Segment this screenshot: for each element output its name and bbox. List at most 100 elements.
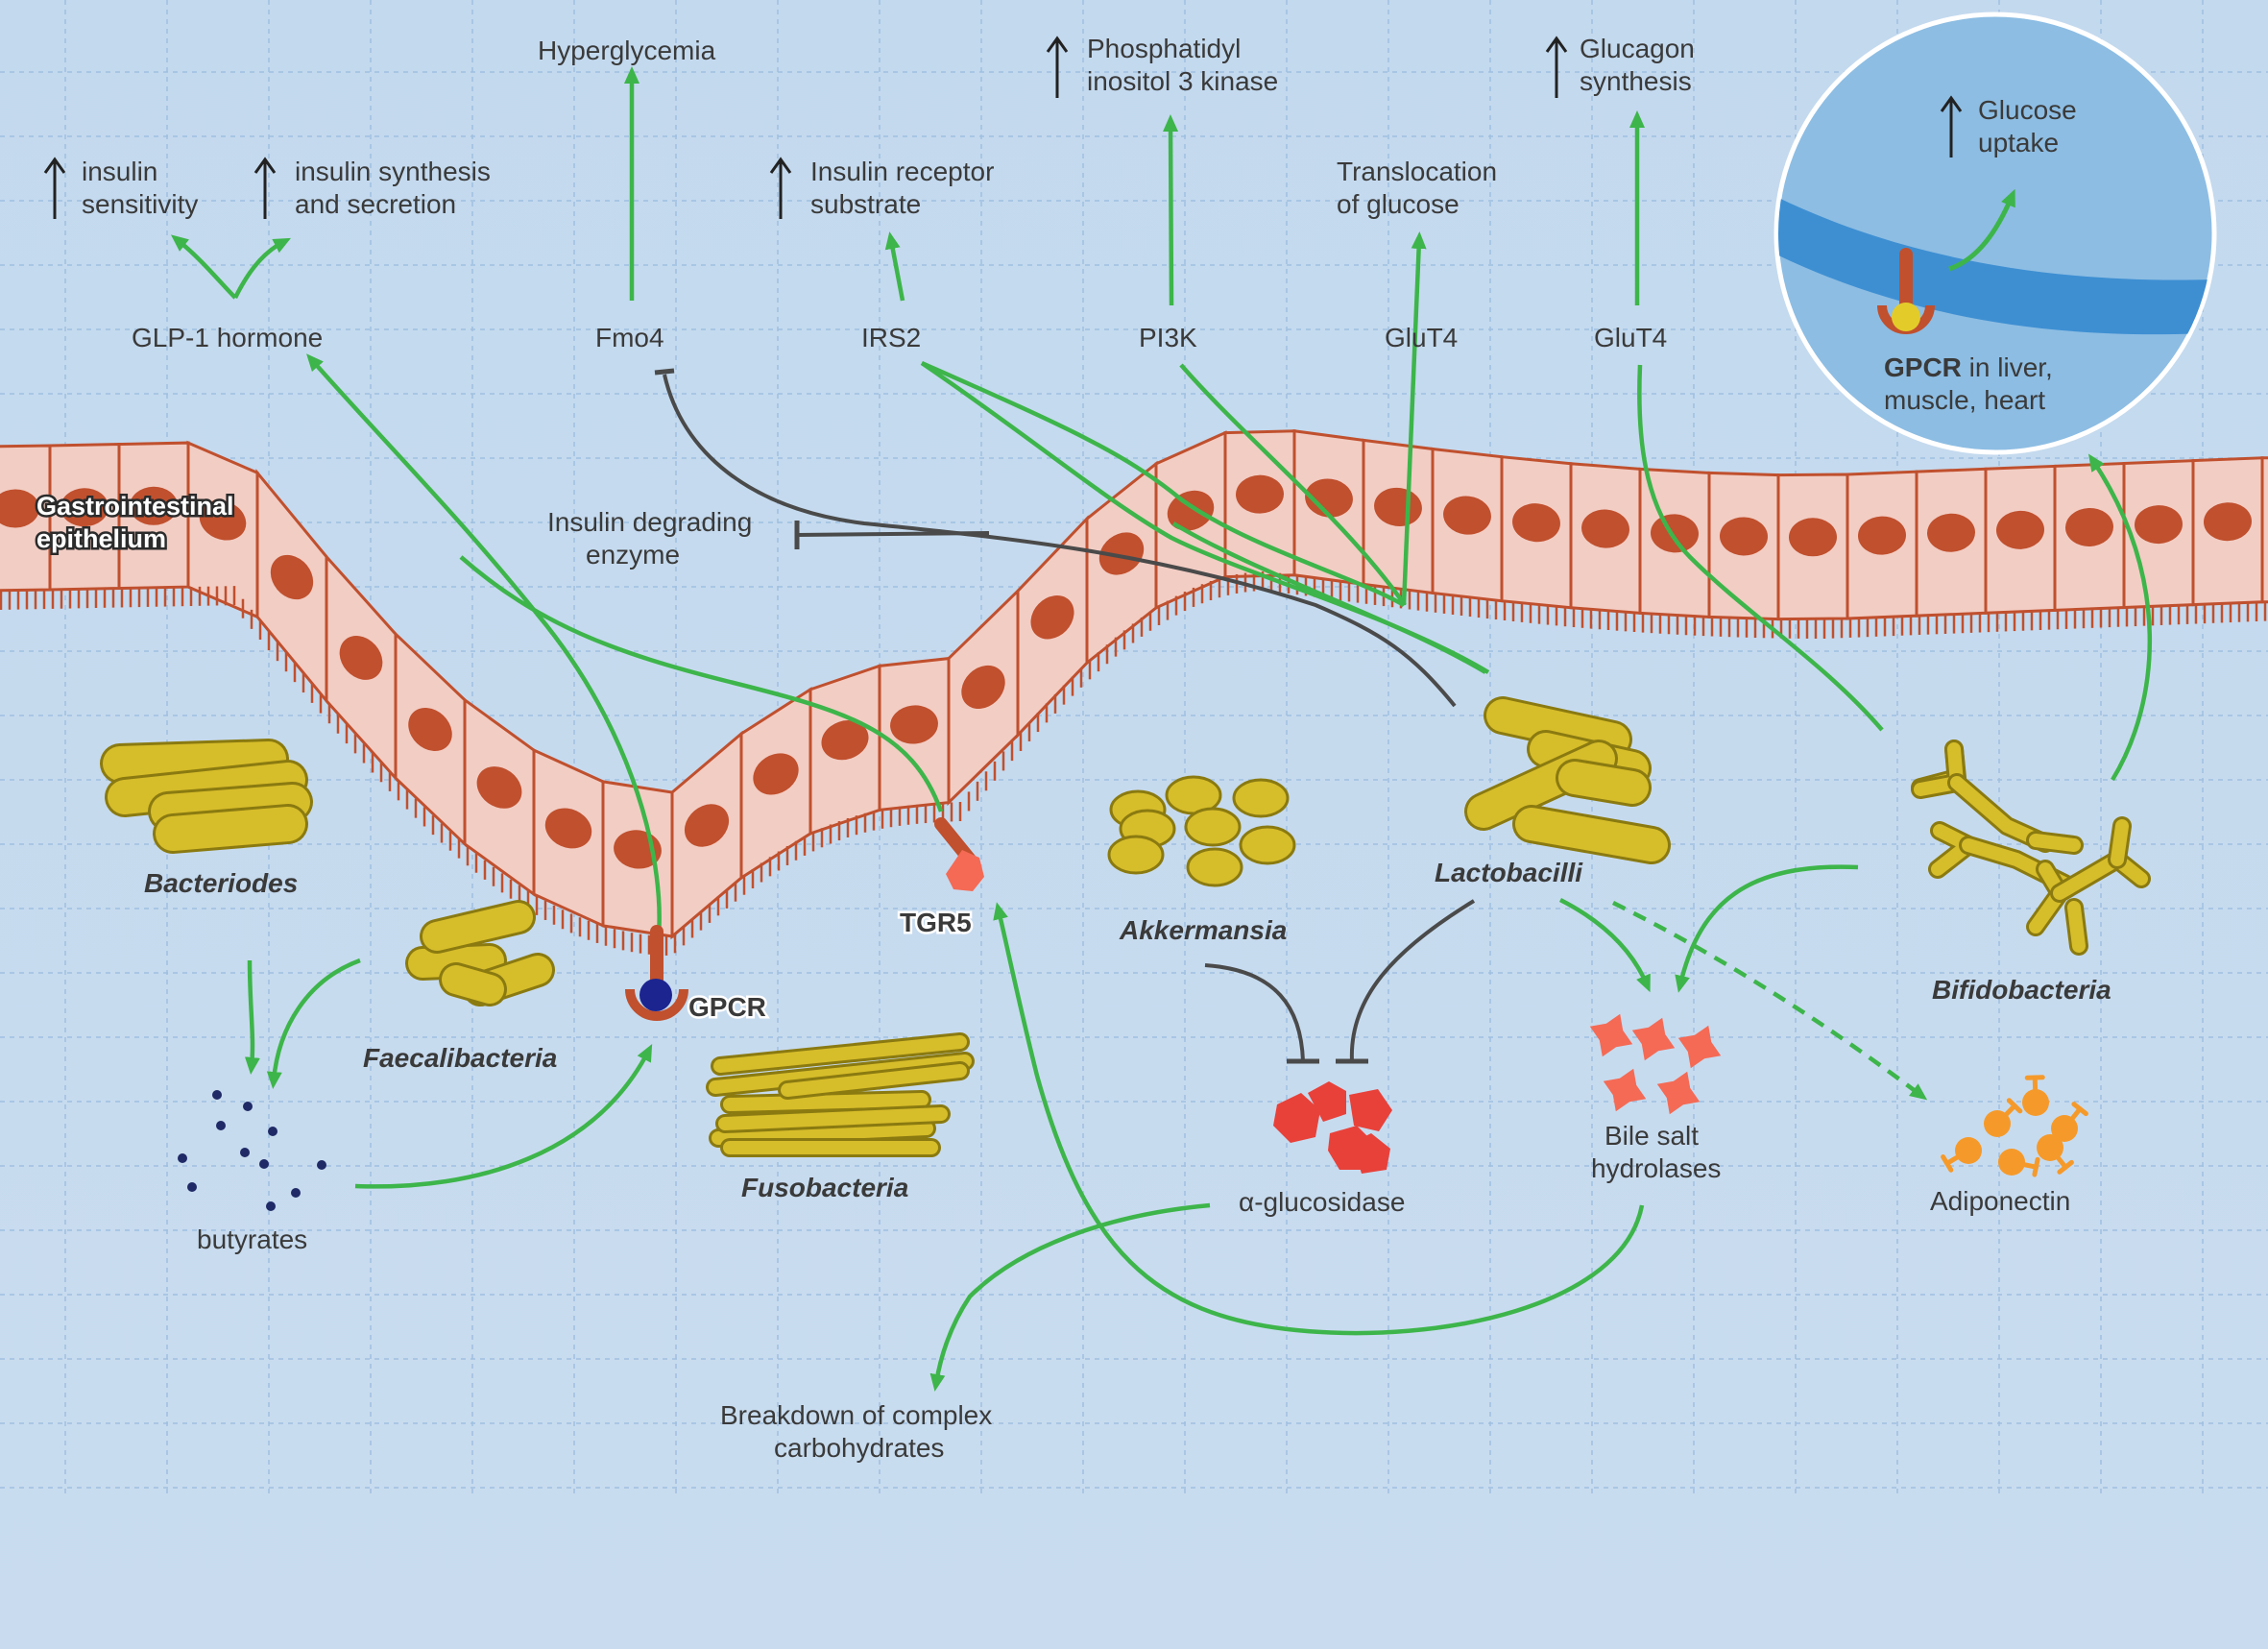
- akkermansia-cell: [1186, 847, 1243, 887]
- cell-nucleus: [1512, 503, 1560, 543]
- label-insulin-receptor-substrate: Insulin receptor substrate: [810, 157, 1001, 219]
- up-arrow-icon: [253, 157, 277, 219]
- label-gpcr-inset: GPCR in liver,: [1884, 352, 2053, 382]
- cell-nucleus: [339, 636, 383, 680]
- up-arrow-icon: [1046, 36, 1069, 98]
- cell-nucleus: [130, 486, 178, 525]
- cell-nucleus: [2065, 507, 2113, 546]
- label-adiponectin: Adiponectin: [1930, 1186, 2070, 1216]
- cell-nucleus: [2135, 505, 2183, 545]
- bacterium-rod: [442, 965, 504, 1004]
- label-bifidobacteria: Bifidobacteria: [1932, 975, 2111, 1005]
- bacterium-rod: [156, 807, 305, 851]
- cell-nucleus: [1030, 594, 1074, 640]
- cell-nucleus: [2204, 502, 2252, 542]
- bile-salt-hydrolases-icon: [1589, 1013, 1722, 1115]
- bacterium-rod: [408, 946, 504, 978]
- label-bacteriodes: Bacteriodes: [144, 868, 298, 898]
- bifidobacterium: [2029, 834, 2081, 852]
- akkermansia-cell: [1239, 825, 1296, 865]
- label-gpcr-inset-line2: muscle, heart: [1884, 385, 2045, 415]
- bifidobacterium: [2111, 819, 2129, 866]
- activation-arrows: [170, 66, 2152, 1392]
- label-glp1-hormone: GLP-1 hormone: [132, 323, 323, 352]
- tgr5-receptor-icon: [934, 817, 984, 891]
- bacterium-rod: [781, 1064, 967, 1097]
- faecalibacteria-cluster: [405, 900, 555, 1006]
- label-faecalibacteria: Faecalibacteria: [363, 1043, 557, 1073]
- bile-salt-hydrolase: [1656, 1071, 1701, 1115]
- label-gpcr: GPCR: [688, 992, 766, 1022]
- cell-nucleus: [199, 499, 247, 541]
- bacterium-rod: [103, 741, 286, 781]
- gastrointestinal-epithelium: [0, 429, 2268, 956]
- label-glut4-translocation: GluT4: [1385, 323, 1458, 352]
- epithelial-cell: [2260, 456, 2268, 604]
- cell-membrane: [1778, 192, 2212, 335]
- cell-nucleus: [961, 665, 1005, 710]
- bacterium-rod: [422, 903, 533, 951]
- inset-circle: [1773, 12, 2217, 455]
- label-pi3k: PI3K: [1139, 323, 1197, 352]
- cell-nucleus: [753, 753, 799, 795]
- labels: insulin sensitivity insulin synthesis an…: [35, 34, 2111, 1463]
- label-glucose-uptake: Glucose uptake: [1978, 95, 2085, 158]
- bacterium-rod: [1558, 762, 1649, 804]
- label-lactobacilli: Lactobacilli: [1435, 858, 1583, 887]
- bifidobacteria-cluster: [1911, 740, 2151, 956]
- bile-salt-hydrolase: [1677, 1025, 1722, 1069]
- label-gastrointestinal-epithelium: Gastrointestinal epithelium: [36, 492, 241, 553]
- up-arrow-icon: [1545, 36, 1568, 98]
- label-bile-salt-hydrolases: Bile salt hydrolases: [1591, 1121, 1721, 1183]
- cell-nucleus: [1443, 496, 1491, 535]
- label-translocation-of-glucose: Translocation of glucose: [1337, 157, 1505, 219]
- up-arrow-icon: [1940, 95, 1963, 158]
- bacterium-rod: [713, 1035, 967, 1073]
- cell-nucleus: [1858, 516, 1906, 555]
- bacterium-rod: [712, 1122, 933, 1145]
- cell-nucleus: [60, 488, 109, 527]
- akkermansia-cluster: [1107, 775, 1296, 887]
- cell-nucleus: [1789, 518, 1837, 557]
- label-fusobacteria: Fusobacteria: [741, 1173, 908, 1202]
- label-alpha-glucosidase: α-glucosidase: [1239, 1187, 1405, 1217]
- bacterium-rod: [718, 1107, 948, 1130]
- bacterium-rod: [1515, 808, 1668, 861]
- label-akkermansia: Akkermansia: [1119, 915, 1287, 945]
- arrow-glucose-uptake: [1948, 188, 2015, 272]
- bacterium-rod: [723, 1093, 929, 1111]
- fusobacteria-cluster: [706, 1032, 975, 1157]
- cell-nucleus: [408, 707, 452, 752]
- cell-nucleus: [821, 720, 869, 761]
- label-glut4-glucagon: GluT4: [1594, 323, 1667, 352]
- label-irs2: IRS2: [861, 323, 921, 352]
- cell-nucleus: [476, 766, 522, 809]
- lactobacilli-cluster: [1464, 696, 1671, 864]
- label-breakdown-carbohydrates: Breakdown of complex carbohydrates: [720, 1400, 1000, 1463]
- cell-nucleus: [1720, 517, 1768, 556]
- label-insulin-synthesis: insulin synthesis and secretion: [295, 157, 498, 219]
- cell-nucleus: [890, 705, 938, 744]
- bacterium-rod: [151, 785, 310, 829]
- label-tgr5: TGR5: [900, 908, 972, 937]
- cell-nucleus: [1927, 513, 1975, 552]
- bacterium-rod: [1486, 699, 1629, 756]
- cell-nucleus: [1651, 514, 1699, 553]
- label-fmo4: Fmo4: [595, 323, 664, 352]
- bile-salt-hydrolase: [1589, 1013, 1633, 1057]
- butyrate-dots: [178, 1090, 326, 1211]
- akkermansia-cell: [1184, 807, 1242, 847]
- up-arrow-icon: [769, 157, 792, 219]
- cell-nucleus: [1236, 474, 1284, 514]
- label-hyperglycemia: Hyperglycemia: [538, 36, 716, 65]
- cell-nucleus: [1305, 478, 1353, 518]
- label-butyrates: butyrates: [197, 1225, 307, 1254]
- cell-nucleus: [1996, 510, 2044, 549]
- label-insulin-degrading-enzyme: Insulin degrading enzyme: [547, 507, 760, 570]
- label-insulin-sensitivity: insulin sensitivity: [82, 157, 198, 219]
- cell-nucleus: [544, 808, 592, 849]
- inhibition-lines: [654, 368, 1476, 1064]
- cell-nucleus: [1167, 490, 1215, 531]
